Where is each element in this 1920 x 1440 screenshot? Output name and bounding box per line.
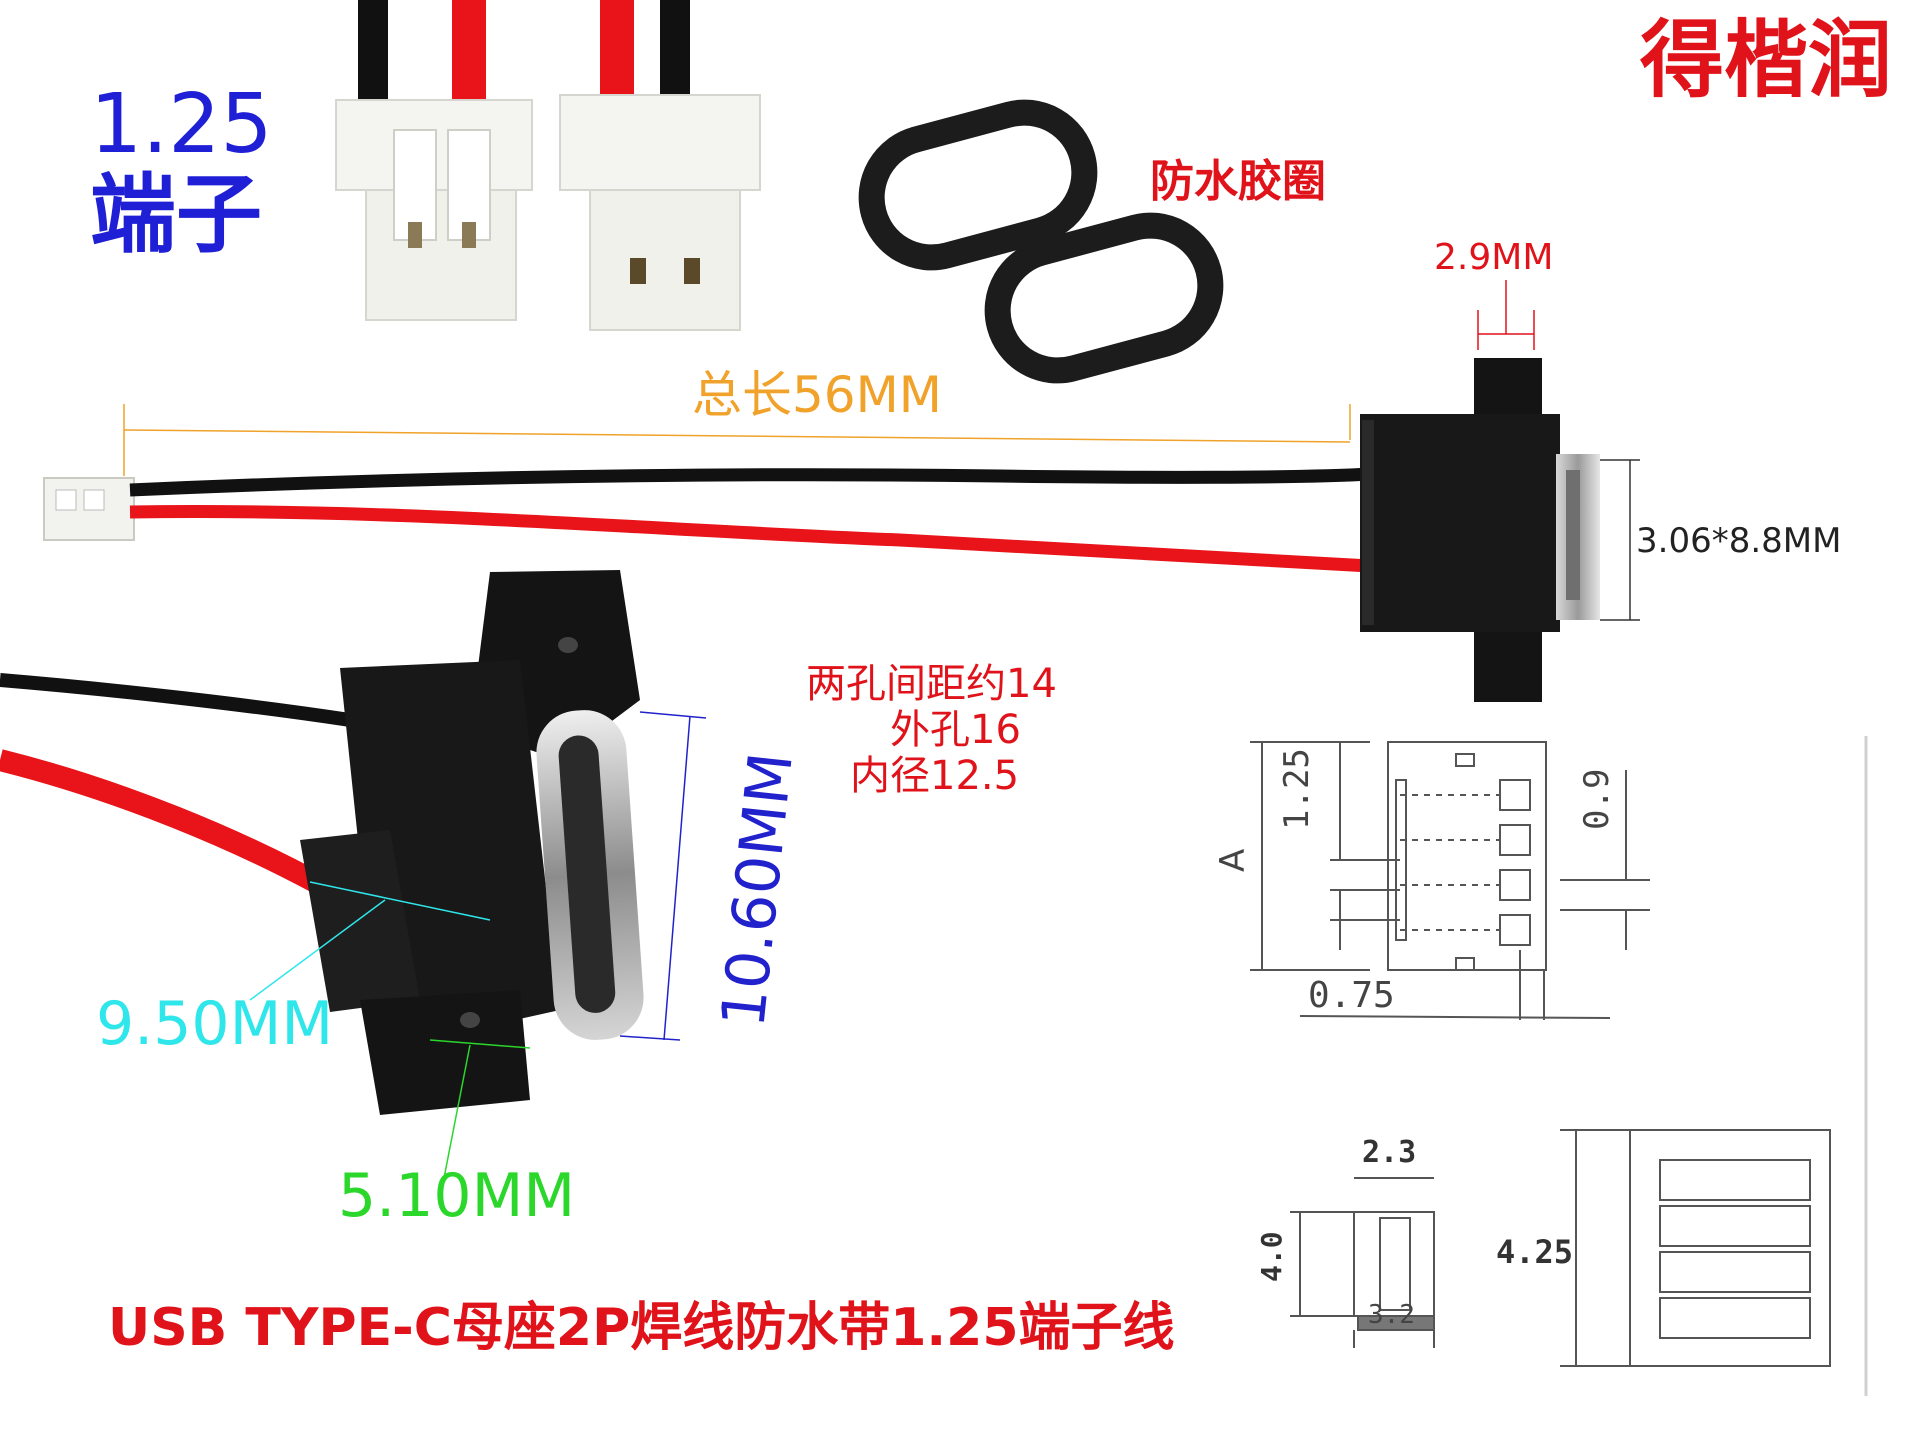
- drawing-depth: 2.3: [1362, 1135, 1417, 1170]
- seal-ring-label: 防水胶圈: [1150, 156, 1326, 207]
- dim-5-10: 5.10MM: [338, 1161, 576, 1231]
- long-cable: [129, 467, 1371, 573]
- drawing-overall-a: A: [1213, 848, 1253, 872]
- hole-inner: 内径12.5: [850, 753, 1020, 799]
- drawing-width: 4.25: [1496, 1233, 1574, 1271]
- top-wires: [358, 0, 690, 110]
- small-plug: [43, 477, 135, 541]
- total-length-line: [123, 404, 1351, 476]
- terminal-housing-right: [559, 94, 761, 331]
- terminal-size: 1.25: [90, 77, 273, 172]
- tech-drawing-side: [1290, 1177, 1435, 1348]
- drawing-pin-width: 0.9: [1577, 768, 1617, 830]
- terminal-housing-left: [335, 99, 533, 321]
- dim-port-lines: [1600, 459, 1640, 621]
- drawing-base: 3.2: [1368, 1300, 1415, 1330]
- dim-9-50-lines: [249, 881, 491, 1001]
- tech-drawing-front: [1560, 1129, 1831, 1367]
- side-connector: [1360, 358, 1600, 702]
- dim-2-9-lines: [1477, 280, 1535, 350]
- dim-total-length: 总长56MM: [692, 366, 942, 424]
- drawing-pitch: 1.25: [1277, 748, 1317, 830]
- seal-rings: [858, 99, 1224, 384]
- dim-port-size: 3.06*8.8MM: [1636, 521, 1842, 561]
- dim-10-60-lines: [619, 711, 707, 1041]
- hole-spacing: 两孔间距约14: [806, 661, 1057, 707]
- product-title: USB TYPE-C母座2P焊线防水带1.25端子线: [108, 1298, 1175, 1358]
- terminal-word: 端子: [90, 165, 262, 265]
- drawing-edge: 0.75: [1308, 975, 1395, 1016]
- brand-name: 得楷润: [1640, 11, 1893, 109]
- drawing-height: 4.0: [1255, 1231, 1288, 1282]
- dim-5-10-lines: [429, 1039, 531, 1179]
- tech-drawing-top: [1250, 741, 1650, 1020]
- dim-2-9: 2.9MM: [1434, 237, 1554, 278]
- dim-9-50: 9.50MM: [96, 989, 334, 1059]
- hole-outer: 外孔16: [890, 707, 1021, 753]
- big-connector: [0, 570, 644, 1115]
